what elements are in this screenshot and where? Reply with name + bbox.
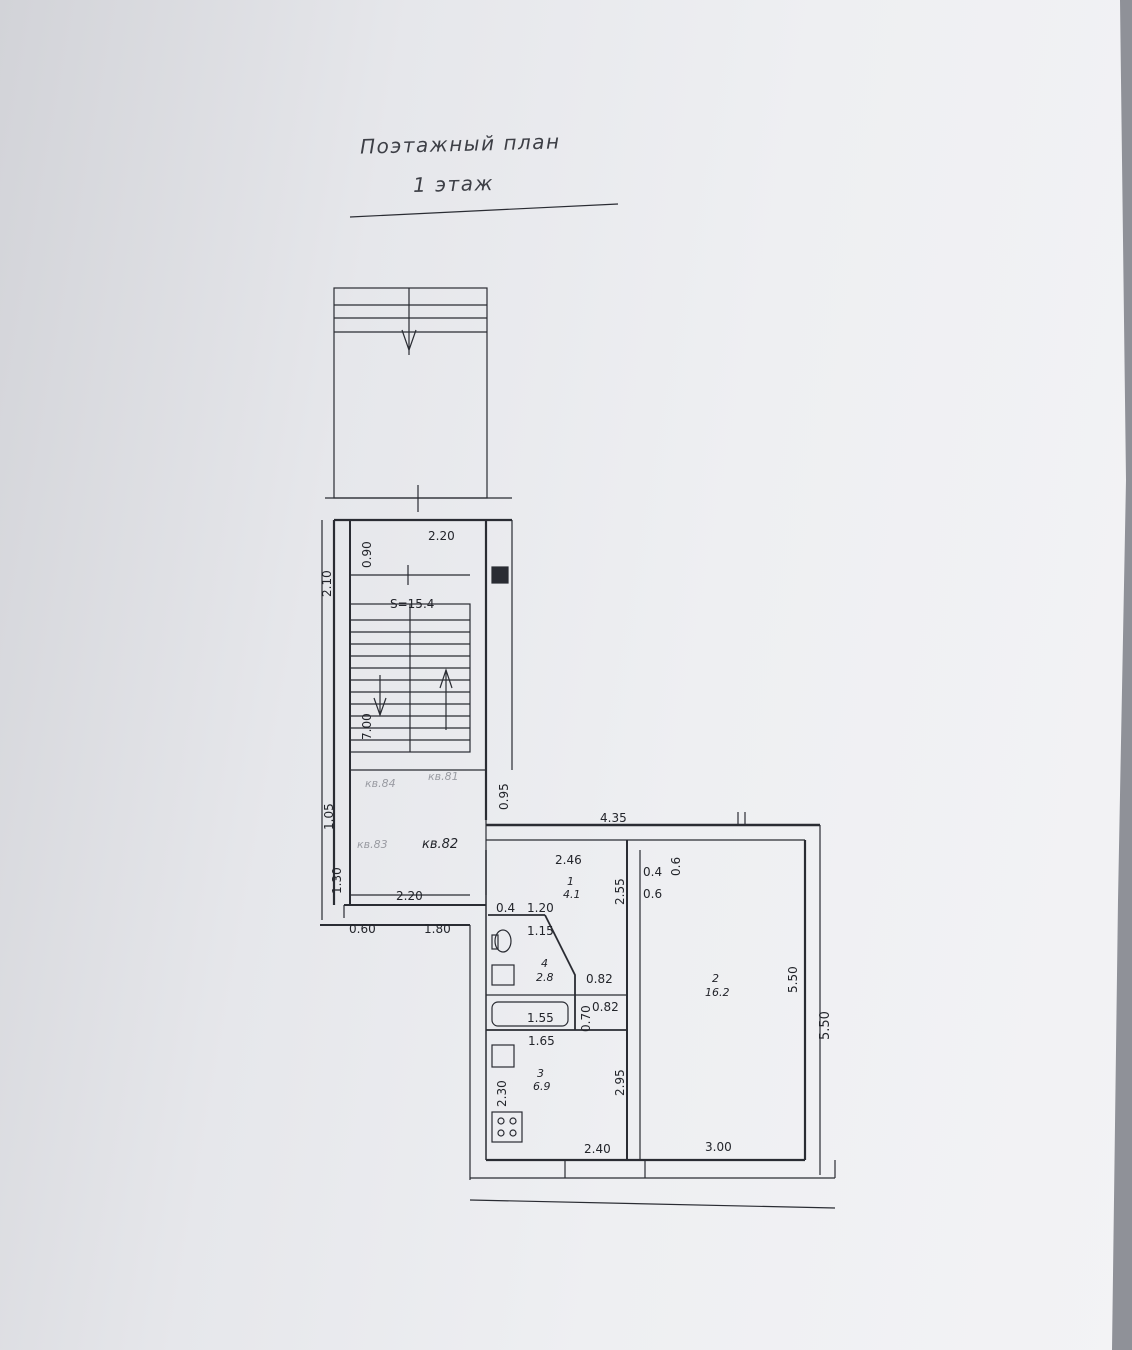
dim-room2-inner: 5.50 <box>786 966 800 993</box>
toilet-icon <box>494 929 512 953</box>
room-4-area: 2.8 <box>536 971 554 984</box>
dim-lower-left-a: 0.60 <box>349 922 376 936</box>
dim-bath-tub: 1.55 <box>527 1011 554 1025</box>
dim-bath-side-b: 0.82 <box>592 1000 619 1014</box>
dim-room2-bottom: 3.00 <box>705 1140 732 1154</box>
stair-left-bottom: 1.30 <box>330 867 344 894</box>
dim-bath-side-a: 0.82 <box>586 972 613 986</box>
room-3-number: 3 <box>537 1067 544 1080</box>
dim-hall-bath-wall: 1.20 <box>527 901 554 915</box>
dim-hall-small: 0.4 <box>496 901 515 915</box>
apt-label-82: кв.82 <box>422 837 458 852</box>
sink-icon <box>491 1044 515 1068</box>
apt-label-81: кв.81 <box>428 770 459 783</box>
stove-icon <box>491 1111 523 1143</box>
landing-depth: 0.90 <box>360 541 374 568</box>
room-1-area: 4.1 <box>563 888 581 901</box>
dim-bath-width: 1.15 <box>527 924 554 938</box>
room-3-area: 6.9 <box>533 1080 551 1093</box>
stair-area: S=15.4 <box>390 597 434 611</box>
stairwell-fixture <box>491 566 509 584</box>
dim-room2-outer: 5.50 <box>818 1011 833 1040</box>
dim-bath-side-c: 0.70 <box>579 1005 593 1032</box>
apt-label-83: кв.83 <box>357 838 388 851</box>
stair-left-lower: 1.05 <box>322 803 336 830</box>
dim-kitchen-bottom: 2.40 <box>584 1142 611 1156</box>
apt-label-84: кв.84 <box>365 777 396 790</box>
stair-width-bottom: 2.20 <box>396 889 423 903</box>
dim-kitchen-depth: 2.30 <box>495 1080 509 1107</box>
room-4-number: 4 <box>541 957 548 970</box>
dim-hall-depth: 2.55 <box>613 878 627 905</box>
room-2-number: 2 <box>712 972 719 985</box>
stair-side-left: 2.10 <box>320 570 334 597</box>
stair-right-lower: 0.95 <box>497 783 511 810</box>
room-2-area: 16.2 <box>705 986 730 999</box>
title-underline <box>349 203 619 218</box>
dim-niche-b: 0.6 <box>669 857 683 876</box>
washbasin-icon <box>491 964 515 986</box>
room-1-number: 1 <box>567 875 574 888</box>
dim-niche-c: 0.6 <box>643 887 662 901</box>
dim-hall-width: 2.46 <box>555 853 582 867</box>
bathtub-icon <box>491 1001 569 1027</box>
dim-niche-a: 0.4 <box>643 865 662 879</box>
stair-width-top: 2.20 <box>428 529 455 543</box>
dim-top-total: 4.35 <box>600 811 627 825</box>
dim-kitchen-width: 1.65 <box>528 1034 555 1048</box>
dim-lower-left-b: 1.80 <box>424 922 451 936</box>
upper-stair-block <box>333 287 488 499</box>
dim-kitchen-partition: 2.95 <box>613 1069 627 1096</box>
stair-length: 7.00 <box>360 713 374 740</box>
